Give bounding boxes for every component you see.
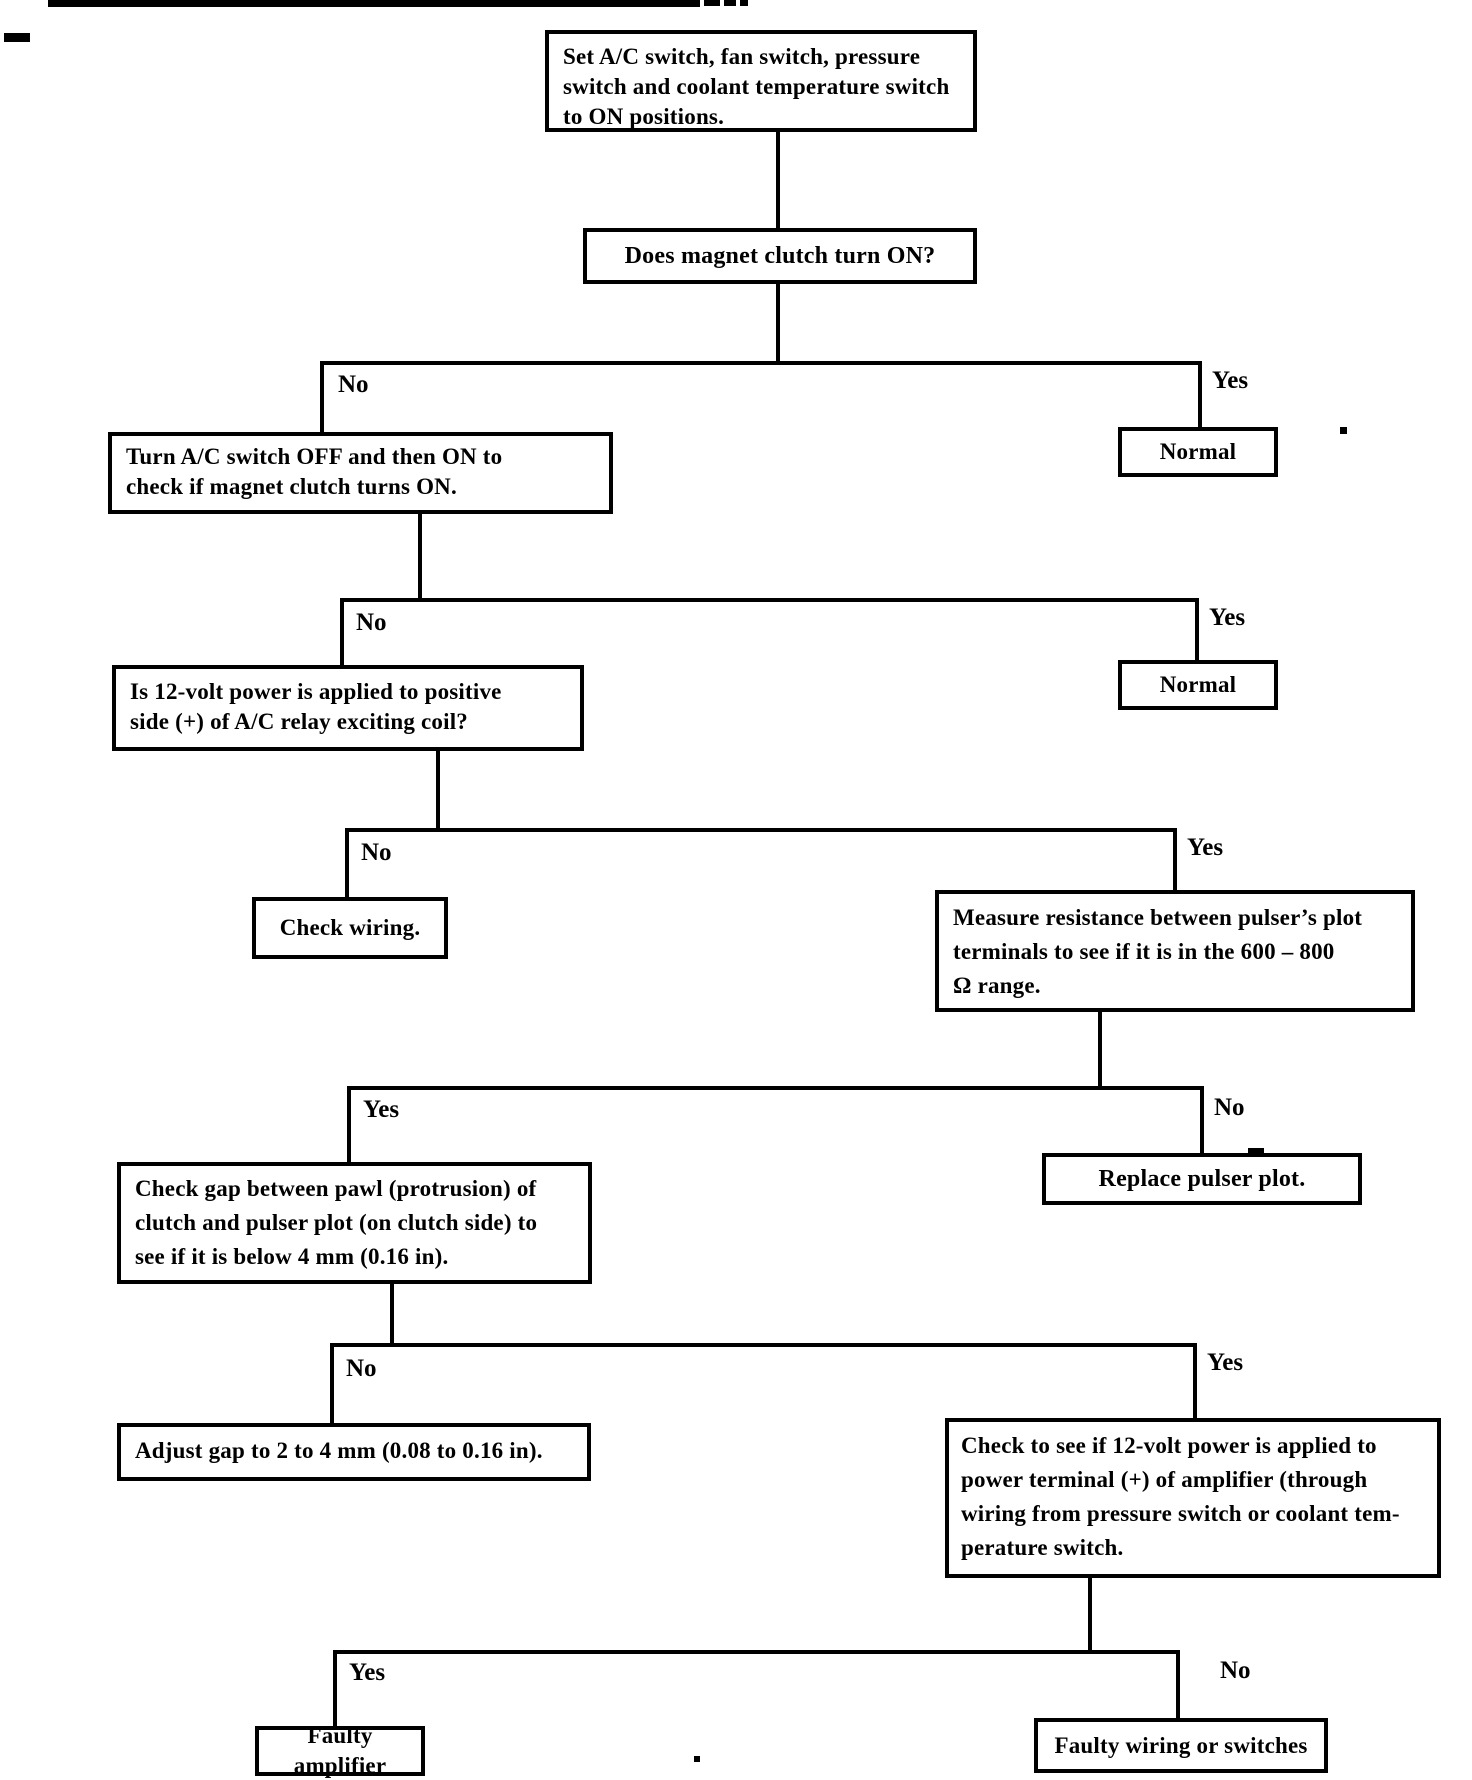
- connector-line: [333, 1650, 1180, 1654]
- connector-line: [436, 747, 440, 832]
- flow-node-check-gap: Check gap between pawl (protrusion) of c…: [117, 1162, 592, 1284]
- connector-line: [340, 598, 1199, 602]
- flow-node-adjust-gap: Adjust gap to 2 to 4 mm (0.08 to 0.16 in…: [117, 1423, 591, 1481]
- scan-artifact: [694, 1756, 700, 1762]
- connector-line: [330, 1343, 334, 1425]
- flow-node-cycle-ac-switch: Turn A/C switch OFF and then ON to check…: [108, 432, 613, 514]
- branch-label-no: No: [356, 609, 387, 636]
- branch-label-yes: Yes: [1209, 604, 1246, 631]
- connector-line: [776, 281, 780, 365]
- flow-node-question-amplifier-power: Check to see if 12-volt power is applied…: [945, 1418, 1441, 1578]
- connector-line: [1198, 361, 1202, 429]
- branch-label-yes: Yes: [1187, 834, 1224, 861]
- connector-line: [1193, 1343, 1197, 1420]
- connector-line: [1088, 1576, 1092, 1654]
- connector-line: [418, 512, 422, 602]
- scan-artifact: [740, 0, 748, 6]
- flow-node-start: Set A/C switch, fan switch, pressure swi…: [545, 30, 977, 132]
- branch-label-yes: Yes: [363, 1096, 400, 1123]
- connector-line: [333, 1650, 337, 1727]
- branch-label-no: No: [361, 839, 392, 866]
- scan-artifact: [1248, 1148, 1264, 1153]
- connector-line: [390, 1281, 394, 1347]
- connector-line: [345, 828, 349, 899]
- flow-node-question-clutch-on: Does magnet clutch turn ON?: [583, 228, 977, 284]
- connector-line: [1098, 1008, 1102, 1090]
- scan-artifact: [1340, 427, 1347, 434]
- connector-line: [330, 1343, 1197, 1347]
- connector-line: [340, 598, 344, 667]
- scan-artifact: [704, 0, 720, 6]
- connector-line: [347, 1086, 351, 1164]
- connector-line: [776, 128, 780, 230]
- connector-line: [1195, 598, 1199, 662]
- flow-node-question-relay-power: Is 12-volt power is applied to positive …: [112, 665, 584, 751]
- branch-label-no: No: [346, 1355, 377, 1382]
- branch-label-yes: Yes: [1212, 367, 1249, 394]
- branch-label-yes: Yes: [349, 1659, 386, 1686]
- connector-line: [1200, 1086, 1204, 1155]
- connector-line: [1173, 828, 1177, 892]
- flow-node-check-wiring: Check wiring.: [252, 897, 448, 959]
- scan-artifact: [48, 0, 700, 7]
- branch-label-no: No: [1214, 1094, 1245, 1121]
- flow-node-measure-resistance: Measure resistance between pulser’s plot…: [935, 890, 1415, 1012]
- scan-artifact: [724, 0, 736, 6]
- connector-line: [347, 1086, 1204, 1090]
- connector-line: [320, 361, 1202, 365]
- connector-line: [320, 361, 324, 434]
- flow-node-normal-2: Normal: [1118, 660, 1278, 710]
- flow-node-replace-pulser-plot: Replace pulser plot.: [1042, 1153, 1362, 1205]
- flow-node-faulty-amplifier: Faulty amplifier: [255, 1723, 425, 1778]
- connector-line: [345, 828, 1177, 832]
- branch-label-no: No: [338, 371, 369, 398]
- branch-label-yes: Yes: [1207, 1349, 1244, 1376]
- connector-line: [1176, 1650, 1180, 1720]
- scan-artifact: [4, 33, 30, 42]
- flow-node-normal-1: Normal: [1118, 427, 1278, 477]
- branch-label-no: No: [1220, 1657, 1251, 1684]
- flow-node-faulty-wiring-or-switches: Faulty wiring or switches: [1034, 1718, 1328, 1773]
